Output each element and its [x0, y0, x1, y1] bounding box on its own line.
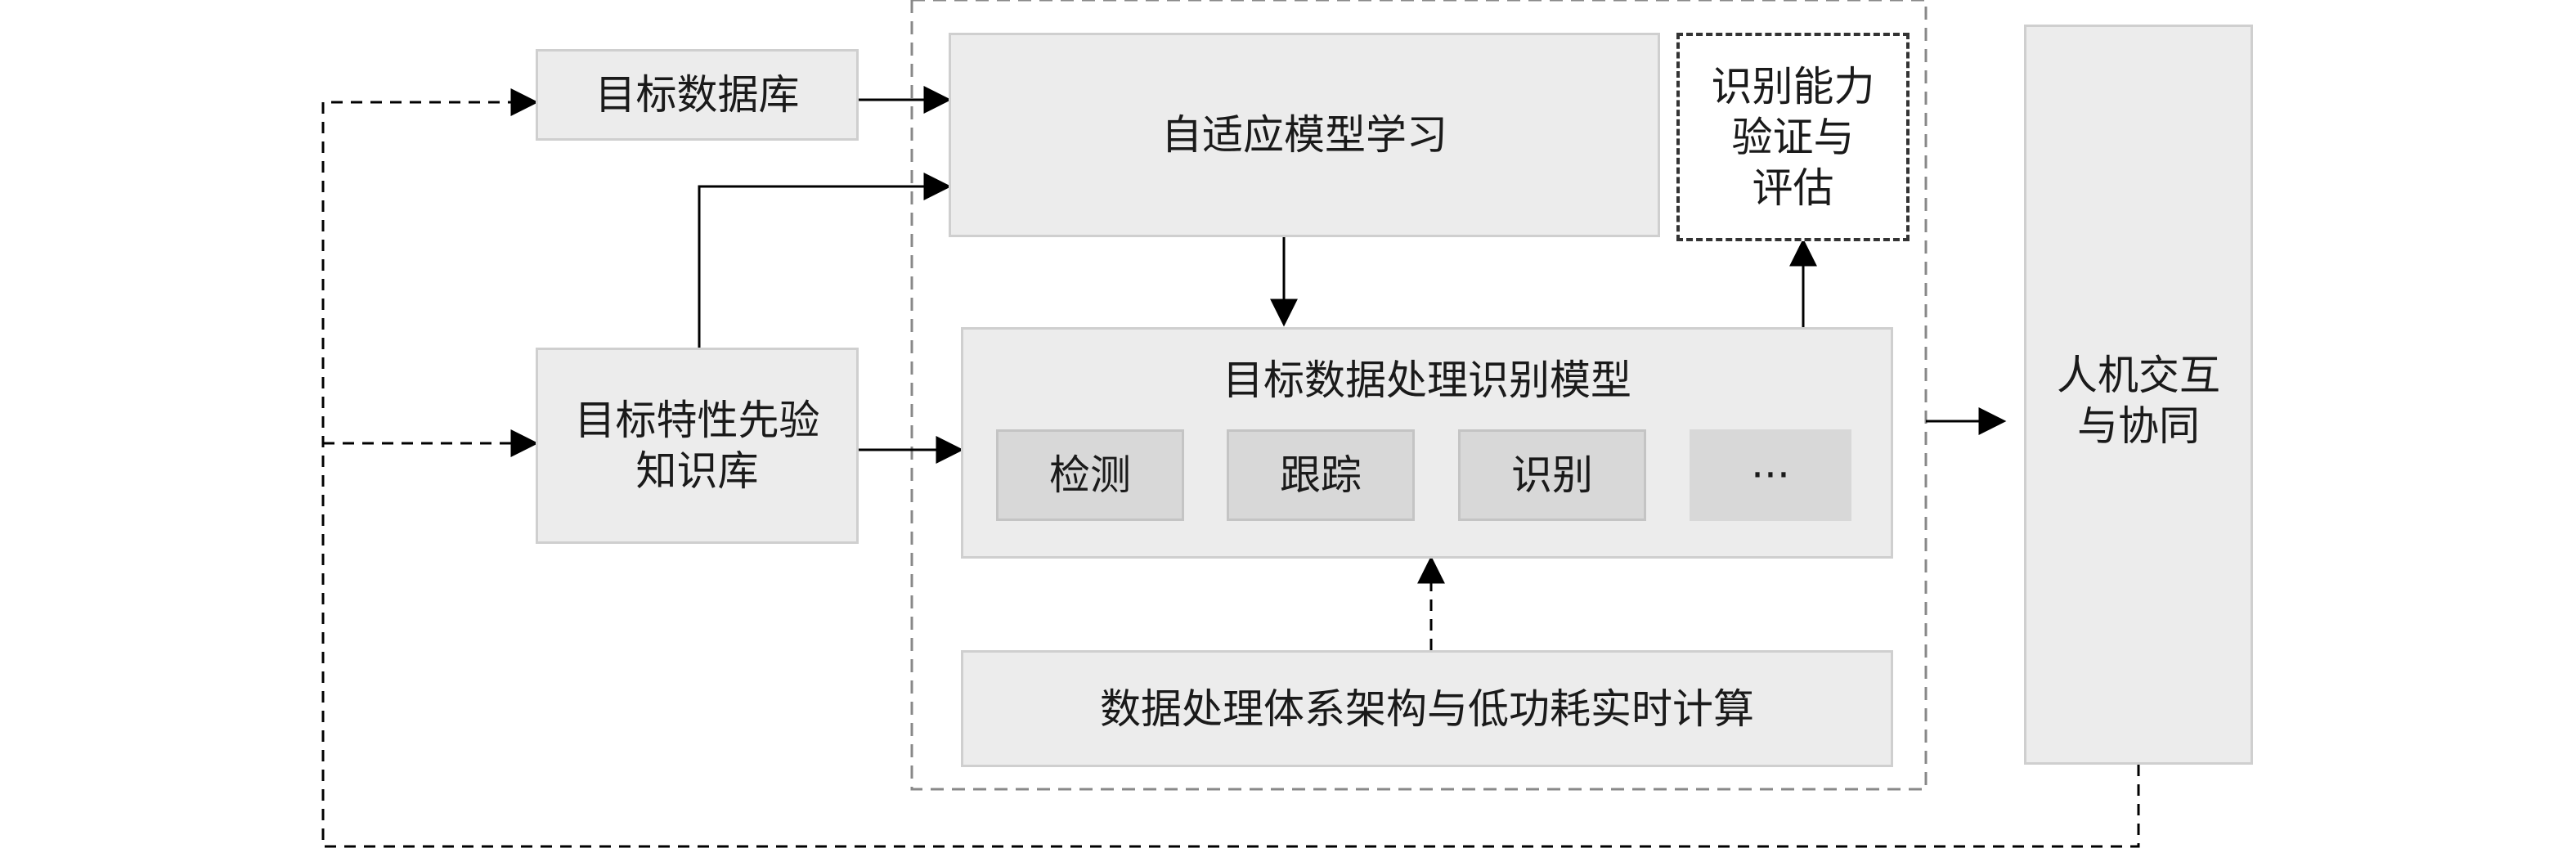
prior-knowledge-base-label: 目标特性先验 知识库 [574, 397, 820, 495]
target-database-box: 目标数据库 [536, 49, 859, 141]
subtask-tracking-label: 跟踪 [1280, 451, 1362, 499]
core-module-frame [910, 0, 1928, 791]
human-machine-interaction-label: 人机交互 与协同 [2057, 352, 2220, 450]
target-database-label: 目标数据库 [595, 71, 800, 119]
adaptive-learning-label: 自适应模型学习 [1161, 111, 1447, 159]
compute-architecture-box: 数据处理体系架构与低功耗实时计算 [961, 650, 1893, 767]
adaptive-learning-box: 自适应模型学习 [949, 33, 1660, 237]
compute-architecture-label: 数据处理体系架构与低功耗实时计算 [1100, 685, 1754, 733]
recognition-model-box: 目标数据处理识别模型 检测 跟踪 识别 ··· [961, 327, 1893, 559]
subtask-tracking: 跟踪 [1227, 429, 1415, 521]
prior-knowledge-base-box: 目标特性先验 知识库 [536, 348, 859, 544]
subtask-recognition-label: 识别 [1511, 451, 1593, 499]
subtask-detection-label: 检测 [1049, 451, 1131, 499]
subtask-more: ··· [1690, 429, 1851, 521]
subtask-detection: 检测 [996, 429, 1184, 521]
recognition-model-title: 目标数据处理识别模型 [1223, 357, 1631, 404]
feedback-loop-line [321, 88, 2140, 848]
capability-eval-label: 识别能力 验证与 评估 [1711, 62, 1875, 212]
subtask-recognition: 识别 [1458, 429, 1646, 521]
capability-eval-box: 识别能力 验证与 评估 [1676, 33, 1910, 241]
subtask-more-label: ··· [1751, 451, 1790, 499]
human-machine-interaction-box: 人机交互 与协同 [2024, 25, 2253, 765]
arrow-kb-to-learning [698, 173, 952, 348]
